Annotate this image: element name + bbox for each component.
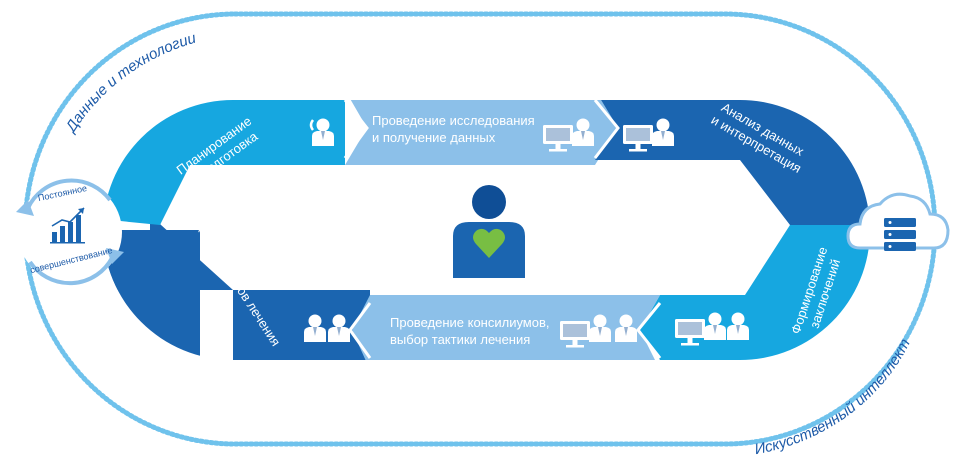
cloud-server-icon	[846, 192, 950, 251]
segment-council[interactable]	[352, 295, 660, 370]
growth-chart-icon	[50, 207, 85, 244]
cycle-arrow-icon	[106, 248, 124, 264]
outer-dotted-ring	[22, 11, 938, 447]
continuous-improvement-badge: Постоянное совершенствование	[16, 178, 124, 286]
label-council: Проведение консилиумов, выбор тактики ле…	[390, 315, 553, 347]
doctor-phone-icon	[309, 118, 334, 146]
label-council-line2: выбор тактики лечения	[390, 332, 530, 347]
label-research: Проведение исследования и получение данн…	[372, 113, 538, 145]
cycle-arrow-icon	[16, 200, 34, 216]
segment-research[interactable]	[345, 90, 618, 165]
label-research-line1: Проведение исследования	[372, 113, 535, 128]
label-research-line2: и получение данных	[372, 130, 496, 145]
segment-separators	[343, 99, 662, 359]
patient-heart-icon	[453, 185, 525, 278]
label-council-line1: Проведение консилиумов,	[390, 315, 550, 330]
